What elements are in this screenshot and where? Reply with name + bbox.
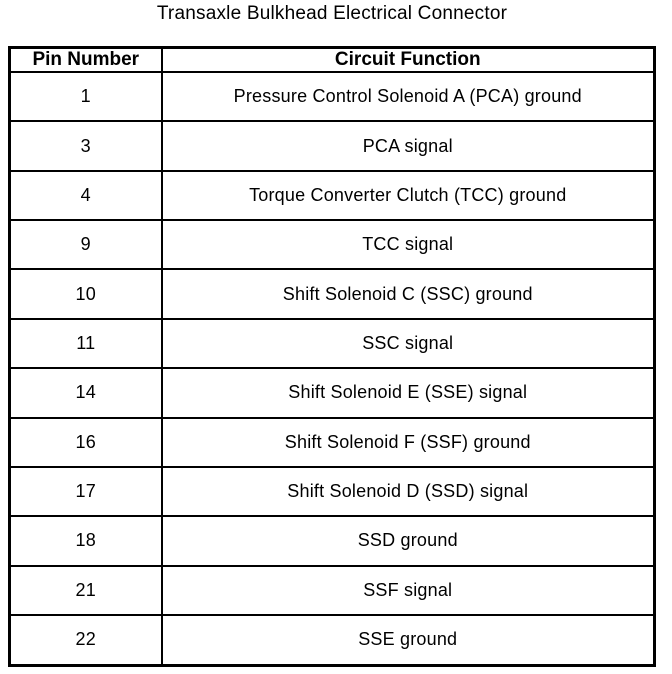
column-header-circuit-function: Circuit Function (160, 46, 656, 73)
pin-number-cell: 21 (8, 564, 163, 616)
table-header-row: Pin Number Circuit Function (8, 46, 656, 73)
pin-number-cell: 4 (8, 169, 163, 222)
circuit-function-cell: Shift Solenoid E (SSE) signal (160, 367, 656, 419)
pin-number-cell: 3 (8, 120, 163, 172)
circuit-function-cell: PCA signal (160, 120, 656, 172)
circuit-function-cell: Shift Solenoid F (SSF) ground (160, 416, 656, 468)
pin-number-cell: 10 (8, 268, 163, 320)
circuit-function-cell: SSE ground (160, 613, 656, 667)
pin-number-cell: 18 (8, 515, 163, 567)
page-title: Transaxle Bulkhead Electrical Connector (156, 3, 508, 24)
circuit-function-cell: SSD ground (160, 515, 656, 567)
circuit-function-cell: SSF signal (160, 564, 656, 616)
circuit-function-cell: Torque Converter Clutch (TCC) ground (160, 169, 656, 222)
circuit-function-cell: TCC signal (160, 219, 656, 271)
pin-number-cell: 22 (8, 613, 163, 667)
circuit-function-cell: Pressure Control Solenoid A (PCA) ground (160, 70, 656, 123)
circuit-function-cell: Shift Solenoid D (SSD) signal (160, 465, 656, 518)
pin-number-cell: 16 (8, 416, 163, 468)
circuit-function-cell: Shift Solenoid C (SSC) ground (160, 268, 656, 320)
pin-number-cell: 9 (8, 219, 163, 271)
pin-number-cell: 17 (8, 465, 163, 518)
circuit-function-cell: SSC signal (160, 317, 656, 370)
column-header-pin-number: Pin Number (8, 46, 163, 73)
pin-number-cell: 11 (8, 317, 163, 370)
pin-number-cell: 1 (8, 70, 163, 123)
pin-number-cell: 14 (8, 367, 163, 419)
